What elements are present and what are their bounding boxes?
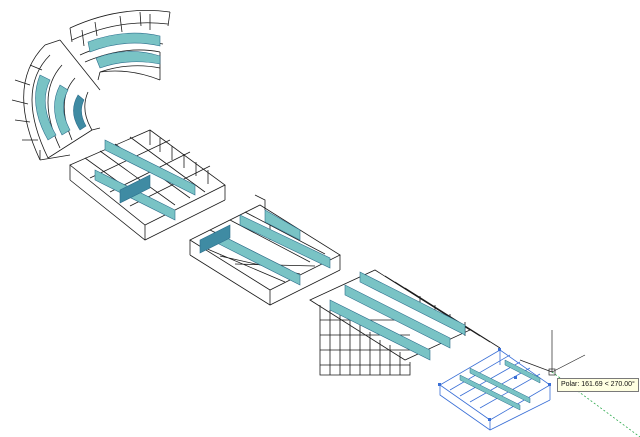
selected-tray-segment[interactable]: [439, 349, 551, 431]
curved-tray-upper[interactable]: [69, 10, 171, 81]
polar-tracking-tooltip: Polar: 161.69 < 270.00°: [557, 378, 639, 392]
curved-tray-upper-dividers: [87, 32, 161, 69]
straight-tray-segment-2-dividers: [329, 271, 466, 361]
selected-tray-grips[interactable]: [438, 348, 551, 421]
straight-tray-segment-1-dividers: [94, 139, 196, 221]
curved-tray-lower-dividers: [35, 74, 87, 141]
crosshair-cursor-icon: [519, 330, 586, 376]
selected-tray-dividers: [459, 359, 541, 411]
curved-tray-lower[interactable]: [11, 39, 101, 161]
cross-tray-dividers: [199, 209, 331, 286]
